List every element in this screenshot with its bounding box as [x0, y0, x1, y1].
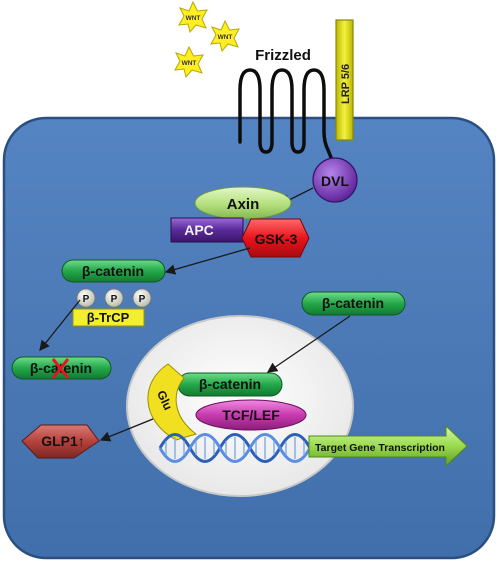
phosphate-label: P — [139, 294, 146, 305]
apc-protein — [170, 217, 244, 243]
bcatenin-free-label: β-catenin — [322, 295, 384, 311]
wnt-ligand: WNT — [178, 0, 208, 34]
phosphate-label: P — [83, 294, 90, 305]
phosphate-group — [104, 288, 124, 308]
wnt-label: WNT — [186, 15, 201, 22]
wnt-label: WNT — [218, 34, 233, 41]
target-gene-arrow — [308, 424, 468, 468]
degradation-arrow — [39, 299, 81, 352]
gsk3-label: GSK-3 — [255, 231, 298, 247]
glp1-induction-arrow — [99, 418, 154, 442]
wnt-ligand: WNT — [174, 45, 204, 79]
lrp-label: LRP 5/6 — [340, 64, 352, 104]
frizzled-label: Frizzled — [255, 47, 311, 64]
bcatenin-free — [301, 291, 406, 316]
nuclear-translocation-arrow — [266, 315, 351, 373]
wnt-ligand: WNT — [210, 19, 240, 53]
phosphorylation-arrow — [164, 247, 251, 275]
tcf-lef-label: TCF/LEF — [222, 407, 280, 423]
glp1-label: GLP1↑ — [41, 433, 85, 449]
tcf-lef-protein — [195, 399, 307, 431]
degradation-cross-icon — [51, 358, 70, 379]
axin-label: Axin — [227, 196, 260, 213]
bcatenin-nuclear-label: β-catenin — [199, 376, 261, 392]
phosphate-group — [76, 288, 96, 308]
btrcp-protein — [72, 308, 145, 327]
gsk3-protein — [241, 218, 310, 258]
dvl-label: DVL — [321, 173, 349, 189]
phosphate-label: P — [111, 294, 118, 305]
dvl-inhibition-line — [288, 187, 314, 201]
dvl-protein — [312, 157, 358, 203]
bcatenin-phosphorylated — [61, 259, 166, 283]
wnt-label: WNT — [182, 60, 197, 67]
bcatenin-phosphorylated-label: β-catenin — [82, 263, 144, 279]
lrp-receptor — [335, 19, 354, 141]
phosphate-group — [132, 288, 152, 308]
frizzled-receptor — [238, 68, 334, 162]
dna-helix-icon — [158, 433, 312, 463]
btrcp-label: β-TrCP — [87, 310, 130, 325]
apc-label: APC — [184, 222, 214, 238]
glp1-protein — [21, 424, 100, 459]
glu-crescent — [147, 363, 198, 441]
target-gene-label: Target Gene Transcription — [315, 442, 445, 454]
